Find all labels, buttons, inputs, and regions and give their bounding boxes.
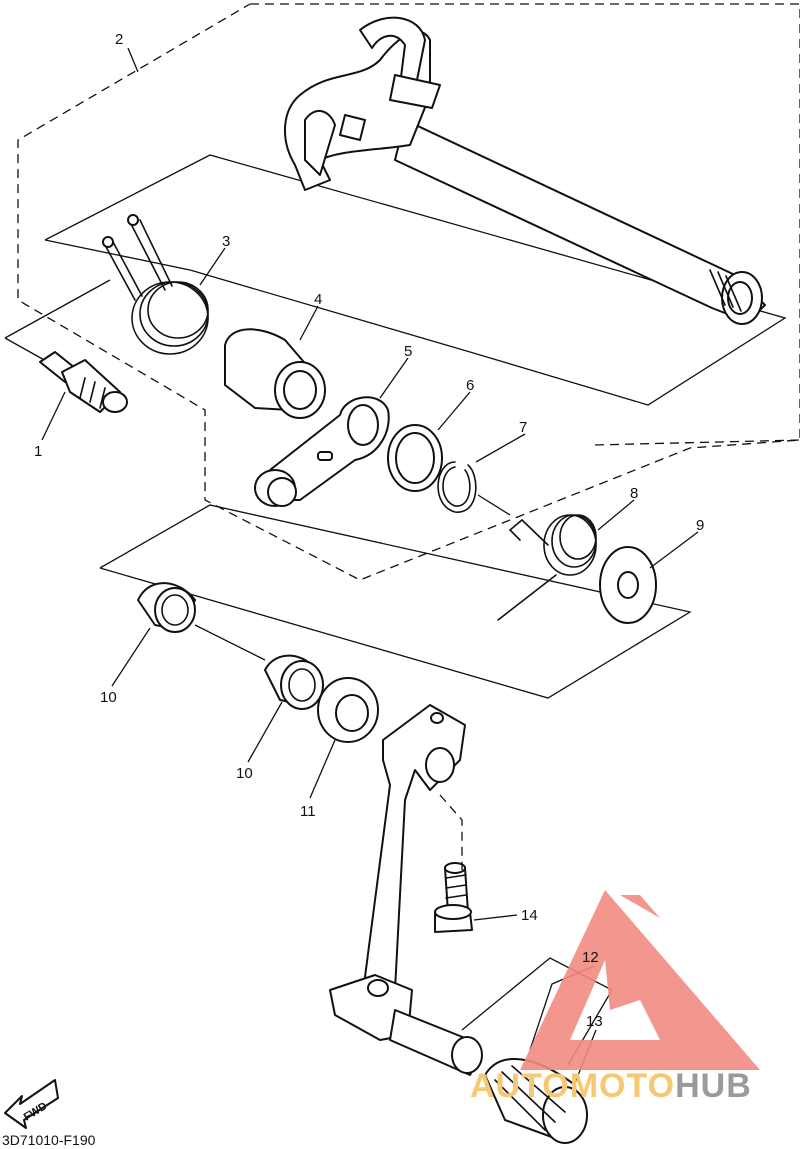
callout-10-lower: 10: [236, 765, 253, 782]
leader-11: [309, 739, 336, 799]
leader-9: [649, 531, 699, 569]
assembly-outline-shift-shaft: [17, 3, 800, 581]
guide-bearing-axis: [194, 624, 266, 661]
automotohub-watermark-logo: [520, 890, 760, 1070]
torsion-spring-part: [102, 214, 209, 355]
callout-7: 7: [519, 419, 527, 436]
guide-bolt-pedal: [439, 794, 463, 870]
callout-8: 8: [630, 485, 638, 502]
callout-2: 2: [115, 31, 123, 48]
forward-direction-arrow: FWD: [4, 1079, 59, 1129]
flat-washer-hole: [617, 571, 639, 599]
drawing-code: 3D71010-F190: [2, 1132, 96, 1148]
circlip-inner: [442, 466, 471, 507]
leader-10a: [111, 627, 151, 687]
assembly-outline-lower: [594, 439, 800, 446]
leader-7: [475, 433, 526, 463]
circlip-part: [437, 461, 477, 513]
stud-bolt-part: [39, 351, 128, 413]
callout-3: 3: [222, 233, 230, 250]
pinch-bolt-part: [434, 862, 473, 933]
callout-1: 1: [34, 443, 42, 460]
leader-6: [437, 391, 471, 431]
callout-5: 5: [404, 343, 412, 360]
frame-lower: [99, 504, 692, 699]
frame-upper: [44, 154, 787, 406]
needle-bearing-part-b: [264, 654, 324, 710]
callout-11: 11: [300, 803, 316, 820]
frame-left: [4, 279, 111, 339]
shift-pedal-part: [329, 704, 483, 1076]
oil-seal-inner: [335, 694, 369, 732]
callout-9: 9: [696, 517, 704, 534]
callout-13: 13: [586, 1013, 603, 1030]
watermark-auto: AUTO: [470, 1067, 570, 1105]
watermark-wordmark: AUTOMOTOHUB: [470, 1067, 752, 1105]
leader-14: [473, 914, 518, 921]
collar-part: [224, 328, 326, 419]
needle-bearing-part-a: [137, 582, 196, 633]
callout-4: 4: [314, 291, 322, 308]
shift-shaft-part: [284, 16, 766, 325]
callout-10-upper: 10: [100, 689, 117, 706]
watermark-moto: MOTO: [570, 1067, 675, 1105]
leader-1: [41, 391, 66, 441]
callout-6: 6: [466, 377, 474, 394]
leader-2: [127, 47, 139, 73]
leader-8: [597, 499, 635, 531]
washer-hole: [395, 432, 435, 484]
callout-14: 14: [521, 907, 538, 924]
leader-10b: [247, 701, 283, 763]
pedal-rubber-part: [484, 1058, 588, 1144]
leader-3: [199, 247, 226, 286]
return-spring-part: [497, 514, 597, 621]
stopper-lever-part: [254, 396, 390, 507]
watermark-hub: HUB: [675, 1067, 752, 1105]
leader-5: [379, 357, 409, 399]
callout-12: 12: [582, 949, 599, 966]
leader-4: [299, 305, 319, 341]
guide-circlip-spring: [477, 494, 511, 516]
